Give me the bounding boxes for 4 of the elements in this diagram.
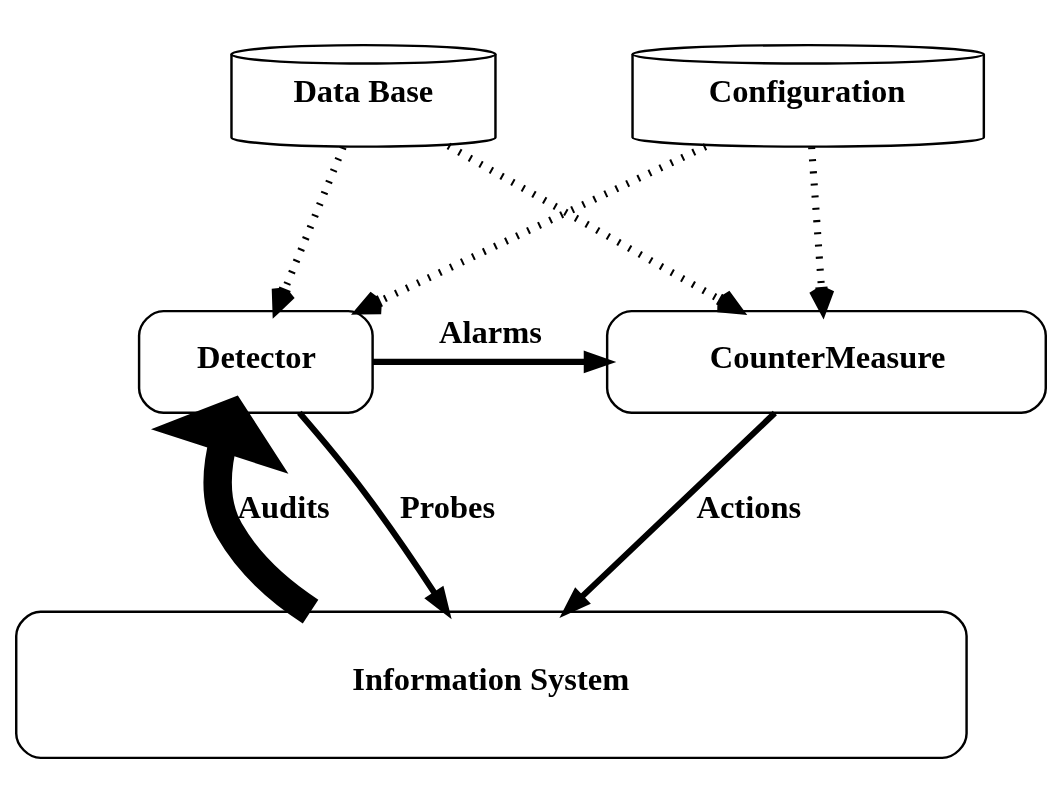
edge-label: Actions [696,488,802,525]
edge-label: Probes [400,488,496,525]
edge-label: Alarms [439,313,542,350]
edge-label: Audits [237,488,330,525]
